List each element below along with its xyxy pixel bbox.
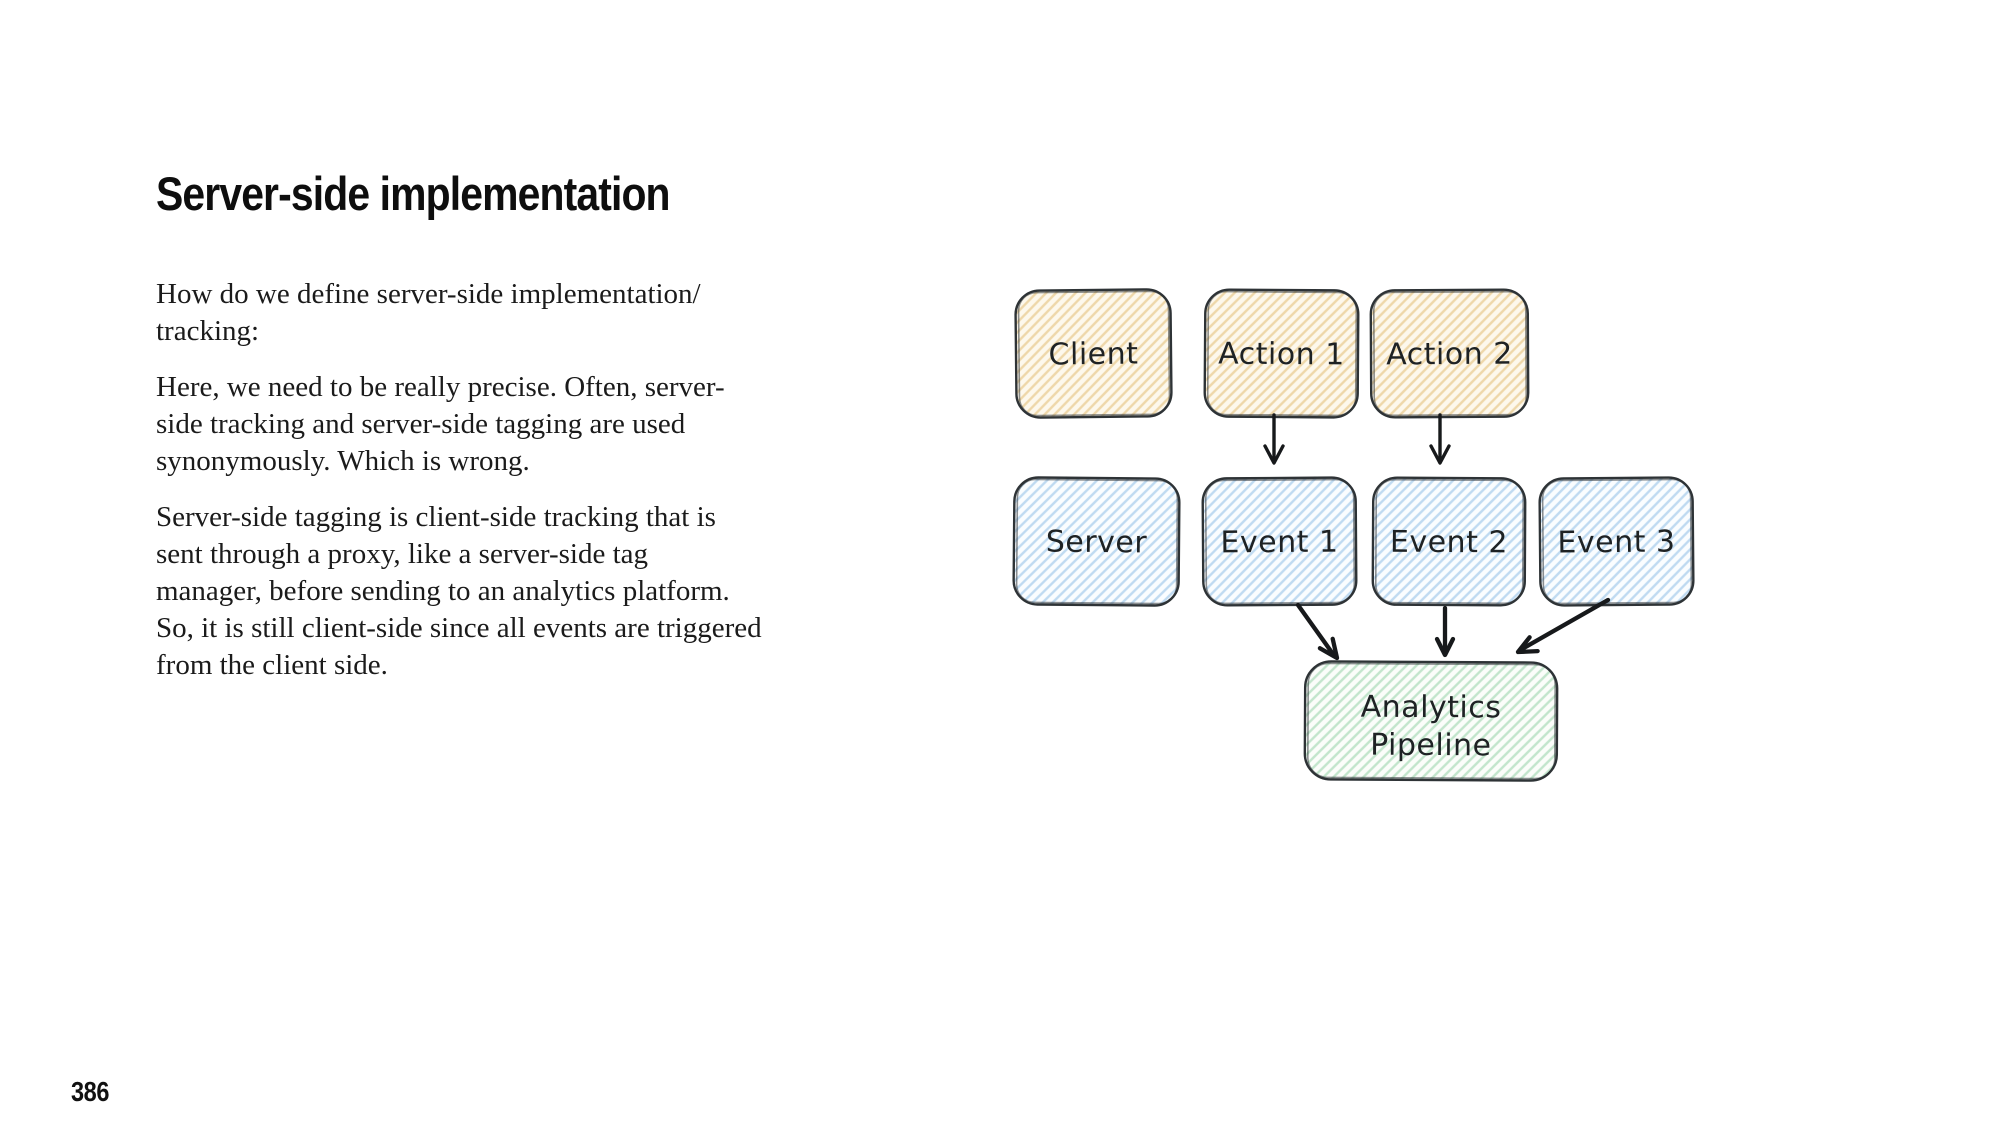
node-event-2: Event 2 — [1371, 476, 1527, 607]
node-action-1: Action 1 — [1203, 288, 1360, 419]
node-event-2-label: Event 2 — [1390, 525, 1508, 561]
node-action-2-label: Action 2 — [1386, 337, 1513, 373]
arrow-action2-event2 — [1429, 413, 1451, 465]
node-analytics-pipeline: Analytics Pipeline — [1303, 660, 1559, 782]
body-text: How do we define server-side implementat… — [156, 276, 856, 703]
arrow-event1-analytics — [1295, 602, 1340, 661]
node-action-1-label: Action 1 — [1218, 337, 1345, 373]
page-title: Server-side implementation — [156, 167, 671, 220]
tracking-diagram: Client Action 1 Action 2 Server Event 1 … — [1012, 288, 1695, 782]
node-analytics-line1: Analytics — [1361, 690, 1502, 726]
node-event-3-label: Event 3 — [1557, 524, 1675, 560]
node-server: Server — [1012, 476, 1181, 607]
page-number: 386 — [71, 1076, 109, 1107]
node-client-label: Client — [1048, 337, 1138, 373]
paragraph-1: How do we define server-side implementat… — [156, 278, 701, 347]
node-event-1-label: Event 1 — [1220, 525, 1338, 561]
node-event-1: Event 1 — [1201, 476, 1358, 607]
arrow-event2-analytics — [1434, 605, 1456, 658]
node-client: Client — [1014, 288, 1173, 419]
node-analytics-line2: Pipeline — [1370, 728, 1492, 764]
arrow-action1-event1 — [1263, 413, 1285, 465]
arrow-event3-analytics — [1515, 597, 1611, 655]
node-event-3: Event 3 — [1538, 476, 1695, 607]
paragraph-2: Here, we need to be really precise. Ofte… — [156, 371, 725, 477]
node-server-label: Server — [1046, 525, 1148, 561]
node-action-2: Action 2 — [1369, 288, 1530, 419]
paragraph-3: Server-side tagging is client-side track… — [156, 501, 762, 681]
